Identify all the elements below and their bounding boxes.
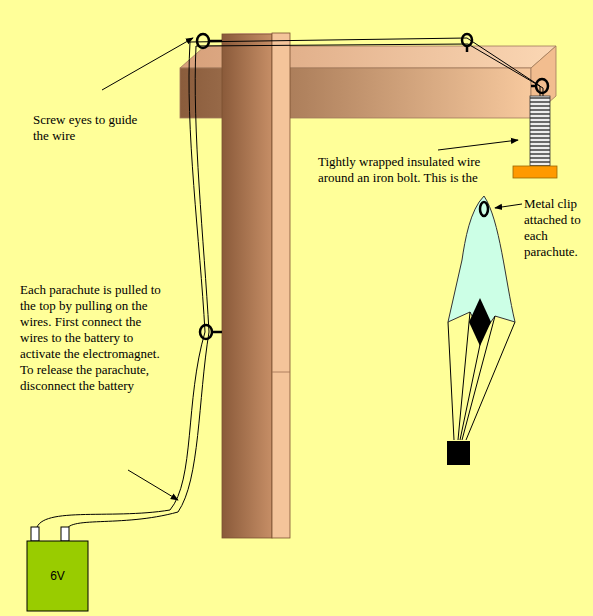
- instructions-note: Each parachute is pulled to the top by p…: [20, 282, 162, 394]
- electromagnet-note: Tightly wrapped insulated wire around an…: [318, 154, 514, 186]
- battery-voltage: 6V: [50, 569, 65, 583]
- battery: 6V: [27, 541, 88, 611]
- screw-eye-note: Screw eyes to guide the wire: [33, 112, 143, 144]
- clip-note: Metal clip attached to each parachute.: [524, 196, 591, 260]
